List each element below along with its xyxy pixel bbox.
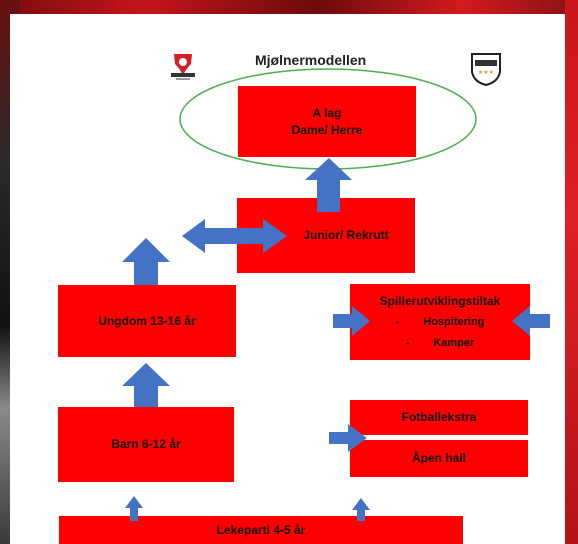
- box-ungdom: Ungdom 13-16 år: [58, 285, 236, 357]
- arrow-ungdom-up: [122, 238, 170, 285]
- box-fotballekstra: Fotballekstra: [350, 400, 528, 435]
- box-lekeparti-label: Lekeparti 4-5 år: [216, 522, 306, 537]
- list-item: - Kamper: [396, 336, 485, 351]
- quality-badge-icon: ★★★: [471, 53, 501, 86]
- arrow-into-spillerutvikling-left: [333, 306, 370, 336]
- arrow-lekeparti-up-left: [125, 496, 143, 521]
- list-item: - Hospitering: [396, 315, 485, 330]
- box-ungdom-label: Ungdom 13-16 år: [98, 313, 196, 328]
- page-title: Mjølnermodellen: [255, 52, 367, 68]
- background-right-strip: [565, 0, 578, 544]
- box-spillerutvikling: Spillerutviklingstiltak - Hospitering - …: [350, 284, 530, 360]
- a-lag-highlight-ellipse: [179, 68, 477, 170]
- arrow-junior-to-a-lag: [305, 158, 352, 212]
- box-a-lag-line1: A lag: [312, 106, 342, 121]
- box-fotballekstra-label: Fotballekstra: [401, 410, 477, 425]
- box-barn-label: Barn 6-12 år: [111, 437, 181, 452]
- arrow-barn-to-ungdom: [122, 363, 170, 407]
- box-apen-hall: Åpen hall: [350, 440, 528, 477]
- arrow-into-fotballekstra: [329, 424, 367, 452]
- box-apen-hall-label: Åpen hall: [411, 451, 466, 466]
- list-item-bullet: -: [405, 337, 410, 350]
- background-top-strip: [0, 0, 578, 14]
- arrow-lekeparti-up-right: [352, 498, 370, 521]
- box-a-lag-line2: Dame/ Herre: [291, 122, 363, 137]
- box-junior-label: Junior/ Rekrutt: [303, 228, 389, 243]
- arrow-into-spillerutvikling-right: [512, 306, 550, 336]
- list-item-label: Kamper: [433, 337, 475, 350]
- club-crest-icon: [171, 54, 195, 80]
- box-barn: Barn 6-12 år: [58, 407, 234, 482]
- list-item-bullet: -: [395, 316, 400, 329]
- box-a-lag: A lag Dame/ Herre: [238, 86, 416, 157]
- box-spillerutvikling-title: Spillerutviklingstiltak: [379, 294, 501, 309]
- list-item-label: Hospitering: [423, 316, 485, 329]
- box-lekeparti: Lekeparti 4-5 år: [59, 516, 463, 544]
- arrow-ungdom-junior-bidirectional: [182, 219, 287, 253]
- svg-text:★★★: ★★★: [478, 69, 494, 76]
